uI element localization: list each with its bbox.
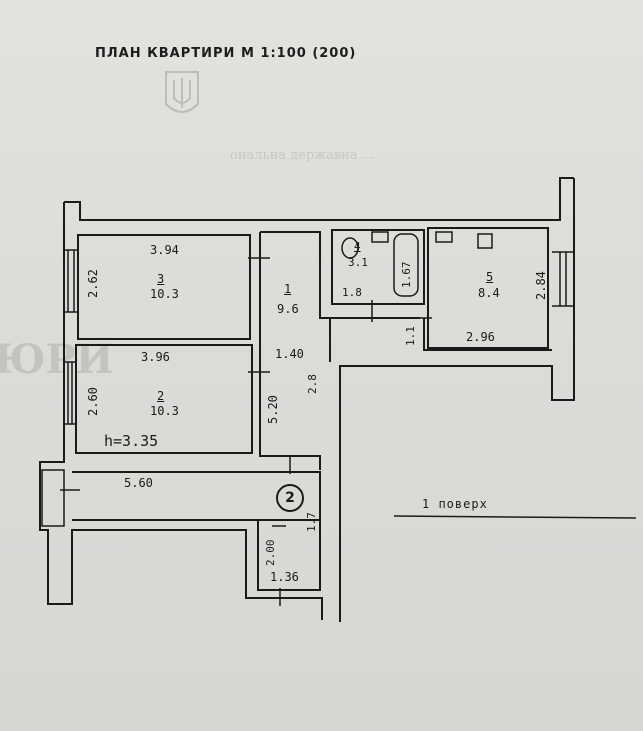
section-mark: 2 [276, 484, 304, 512]
vestibule-outline [257, 519, 321, 591]
outer-wall-top [64, 177, 574, 221]
room-2-number: 2 [157, 389, 165, 403]
sink-icon [371, 231, 389, 243]
room-3-width: 3.94 [150, 243, 179, 257]
kitchen-sink-icon [435, 231, 453, 243]
floor-level-line [393, 515, 637, 519]
room-2-depth: 2.60 [86, 387, 100, 416]
toilet-icon [341, 237, 359, 259]
room-3-area: 10.3 [150, 287, 179, 301]
window-left-upper [64, 249, 78, 313]
trident-emblem-icon [165, 71, 199, 113]
room-3-outline [77, 234, 251, 340]
room-1-number: 1 [284, 282, 292, 296]
room-2-outline [75, 344, 253, 454]
hall-side: 2.8 [306, 374, 319, 394]
room-4-width: 1.8 [342, 286, 362, 299]
room-2-area: 10.3 [150, 404, 179, 418]
room-5-width: 2.96 [466, 330, 495, 344]
room-2-width: 3.96 [141, 350, 170, 364]
door-marks [60, 257, 432, 606]
stove-icon [477, 233, 493, 249]
room-1-depth: 5.20 [266, 395, 280, 424]
vestibule-side: 1.7 [305, 512, 318, 532]
entry-length: 5.60 [124, 476, 153, 490]
bathtub-icon [393, 233, 419, 297]
vestibule-width: 1.36 [270, 570, 299, 584]
room-5-number: 5 [486, 270, 494, 284]
ceiling-height: h=3.35 [104, 432, 159, 450]
room-5-depth: 2.84 [534, 271, 548, 300]
window-left-lower [64, 361, 76, 425]
room-4-outline [331, 229, 425, 305]
floor-label: 1 поверх [422, 497, 488, 511]
entry-corridor-outline [72, 471, 321, 521]
entry-stub [41, 469, 65, 527]
room-1-width: 1.40 [275, 347, 304, 361]
background-stamp-text: ональна державна ... [230, 148, 375, 163]
room-5-area: 8.4 [478, 286, 500, 300]
vestibule-depth: 2.00 [264, 539, 277, 567]
room-4-depth: 1.67 [400, 261, 413, 289]
room-3-depth: 2.62 [86, 269, 100, 298]
corridor-width: 1.1 [404, 326, 417, 346]
room-1-area: 9.6 [277, 302, 299, 316]
outer-wall-right [339, 178, 575, 622]
room-4-number: 4 [354, 240, 361, 253]
plan-title: ПЛАН КВАРТИРИ М 1:100 (200) [95, 46, 357, 61]
room-5-outline [427, 227, 549, 349]
room-4-area: 3.1 [348, 256, 368, 269]
window-right [552, 251, 574, 307]
room-3-number: 3 [157, 272, 165, 286]
background-watermark-text: ЮРИ [0, 336, 114, 383]
